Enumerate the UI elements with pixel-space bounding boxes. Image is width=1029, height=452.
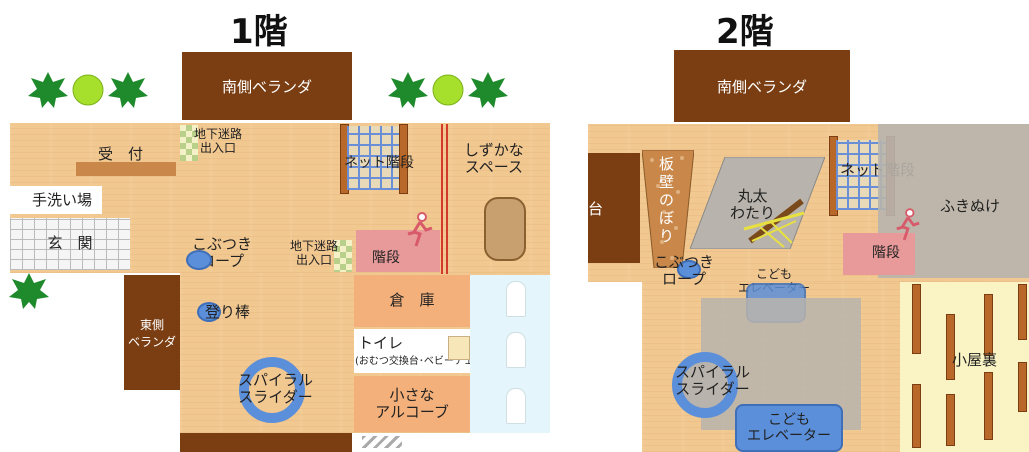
entrance-hall: 玄 関 xyxy=(10,218,130,270)
tree-icon xyxy=(388,72,508,108)
maze-entrance-2-label: 地下迷路 出入口 xyxy=(290,239,339,267)
kids-elevator-box-2[interactable]: こども エレベーター xyxy=(735,404,843,452)
floor2-title: 2階 xyxy=(716,12,774,52)
reception-counter xyxy=(76,162,176,176)
stairs-2-label: 階段 xyxy=(872,245,900,261)
kids-elevator-2-label: こども エレベーター xyxy=(747,411,831,444)
quiet-space-cushion xyxy=(484,197,526,261)
maze-entrance-2 xyxy=(334,240,352,272)
toilet-icon xyxy=(448,336,470,360)
net-stairs xyxy=(347,126,399,190)
storage-label: 倉 庫 xyxy=(389,291,435,310)
bump-rope-marker xyxy=(186,250,212,270)
spiral-slider-2-label: スパイラル スライダー xyxy=(675,363,751,399)
red-line xyxy=(441,124,443,274)
attic-beam xyxy=(912,284,921,354)
tree-icon xyxy=(28,72,148,108)
net-stairs-2 xyxy=(836,140,886,210)
spiral-slider-ring-2 xyxy=(672,352,738,418)
attic-area xyxy=(900,282,1029,452)
toilet-note: (おむつ交換台･ベビーチェア) xyxy=(355,356,488,367)
bump-rope-marker-2 xyxy=(677,260,701,279)
handwash-label: 手洗い場 xyxy=(32,191,93,209)
attic-beam xyxy=(984,372,993,440)
bump-rope-2-label: こぶつき ロープ xyxy=(654,253,715,289)
tree-icon xyxy=(9,273,49,309)
log-crossing xyxy=(690,157,825,249)
net-post xyxy=(399,124,408,194)
small-alcove: 小さな アルコーブ xyxy=(354,376,470,432)
attic-beam xyxy=(912,384,921,448)
log-crossing-label: 丸太 わたり xyxy=(730,187,776,223)
attic-beam xyxy=(1018,362,1027,412)
maze-entrance-1-label: 地下迷路 出入口 xyxy=(194,127,243,155)
climbing-pole-label: 登り棒 xyxy=(205,303,251,321)
quiet-space-label: しずかな スペース xyxy=(464,141,524,177)
toilet-stall xyxy=(506,281,526,317)
small-alcove-label: 小さな アルコーブ xyxy=(375,385,449,421)
bottom-veranda xyxy=(180,433,352,452)
south-veranda: 南側ベランダ xyxy=(182,52,352,120)
toilet-stall xyxy=(506,388,526,424)
stairs xyxy=(356,230,440,272)
stairs-2 xyxy=(843,233,915,275)
maze-entrance-1 xyxy=(180,125,198,161)
south-veranda-2-label: 南側ベランダ xyxy=(716,77,807,96)
partial-label: 台 xyxy=(588,200,604,218)
spiral-slider-label: スパイラル スライダー xyxy=(238,371,314,407)
entrance-hall-label: 玄 関 xyxy=(47,234,93,253)
attic-beam xyxy=(946,314,955,380)
attic-label: 小屋裏 xyxy=(952,351,998,369)
reception-label: 受 付 xyxy=(98,145,144,163)
east-veranda-label: 東側 ベランダ xyxy=(127,317,176,349)
handwash-area xyxy=(10,186,102,214)
toilet-label: トイレ xyxy=(358,334,404,352)
east-veranda: 東側 ベランダ xyxy=(124,275,180,390)
exit-person-icon xyxy=(896,208,920,241)
net-stairs-label: ネット階段 xyxy=(344,155,414,171)
board-wall-label: 板 壁 の ぼ り xyxy=(659,155,675,245)
veranda-partial xyxy=(588,153,640,263)
exit-person-icon xyxy=(407,212,433,247)
stairs-label: 階段 xyxy=(372,250,400,266)
fukinuke-label: ふきぬけ xyxy=(940,197,1001,215)
board-wall xyxy=(642,150,694,268)
floor1-title: 1階 xyxy=(230,12,288,52)
red-line xyxy=(446,124,448,274)
attic-beam xyxy=(1018,284,1027,340)
spiral-slider-ring xyxy=(239,357,305,423)
attic-beam xyxy=(946,394,955,446)
south-veranda-label: 南側ベランダ xyxy=(221,77,312,96)
storage-room: 倉 庫 xyxy=(354,275,470,327)
toilet-stall xyxy=(506,332,526,368)
south-veranda-2: 南側ベランダ xyxy=(674,50,850,122)
steps xyxy=(362,436,402,448)
climbing-pole-marker xyxy=(197,302,221,322)
attic-beam xyxy=(984,294,993,356)
